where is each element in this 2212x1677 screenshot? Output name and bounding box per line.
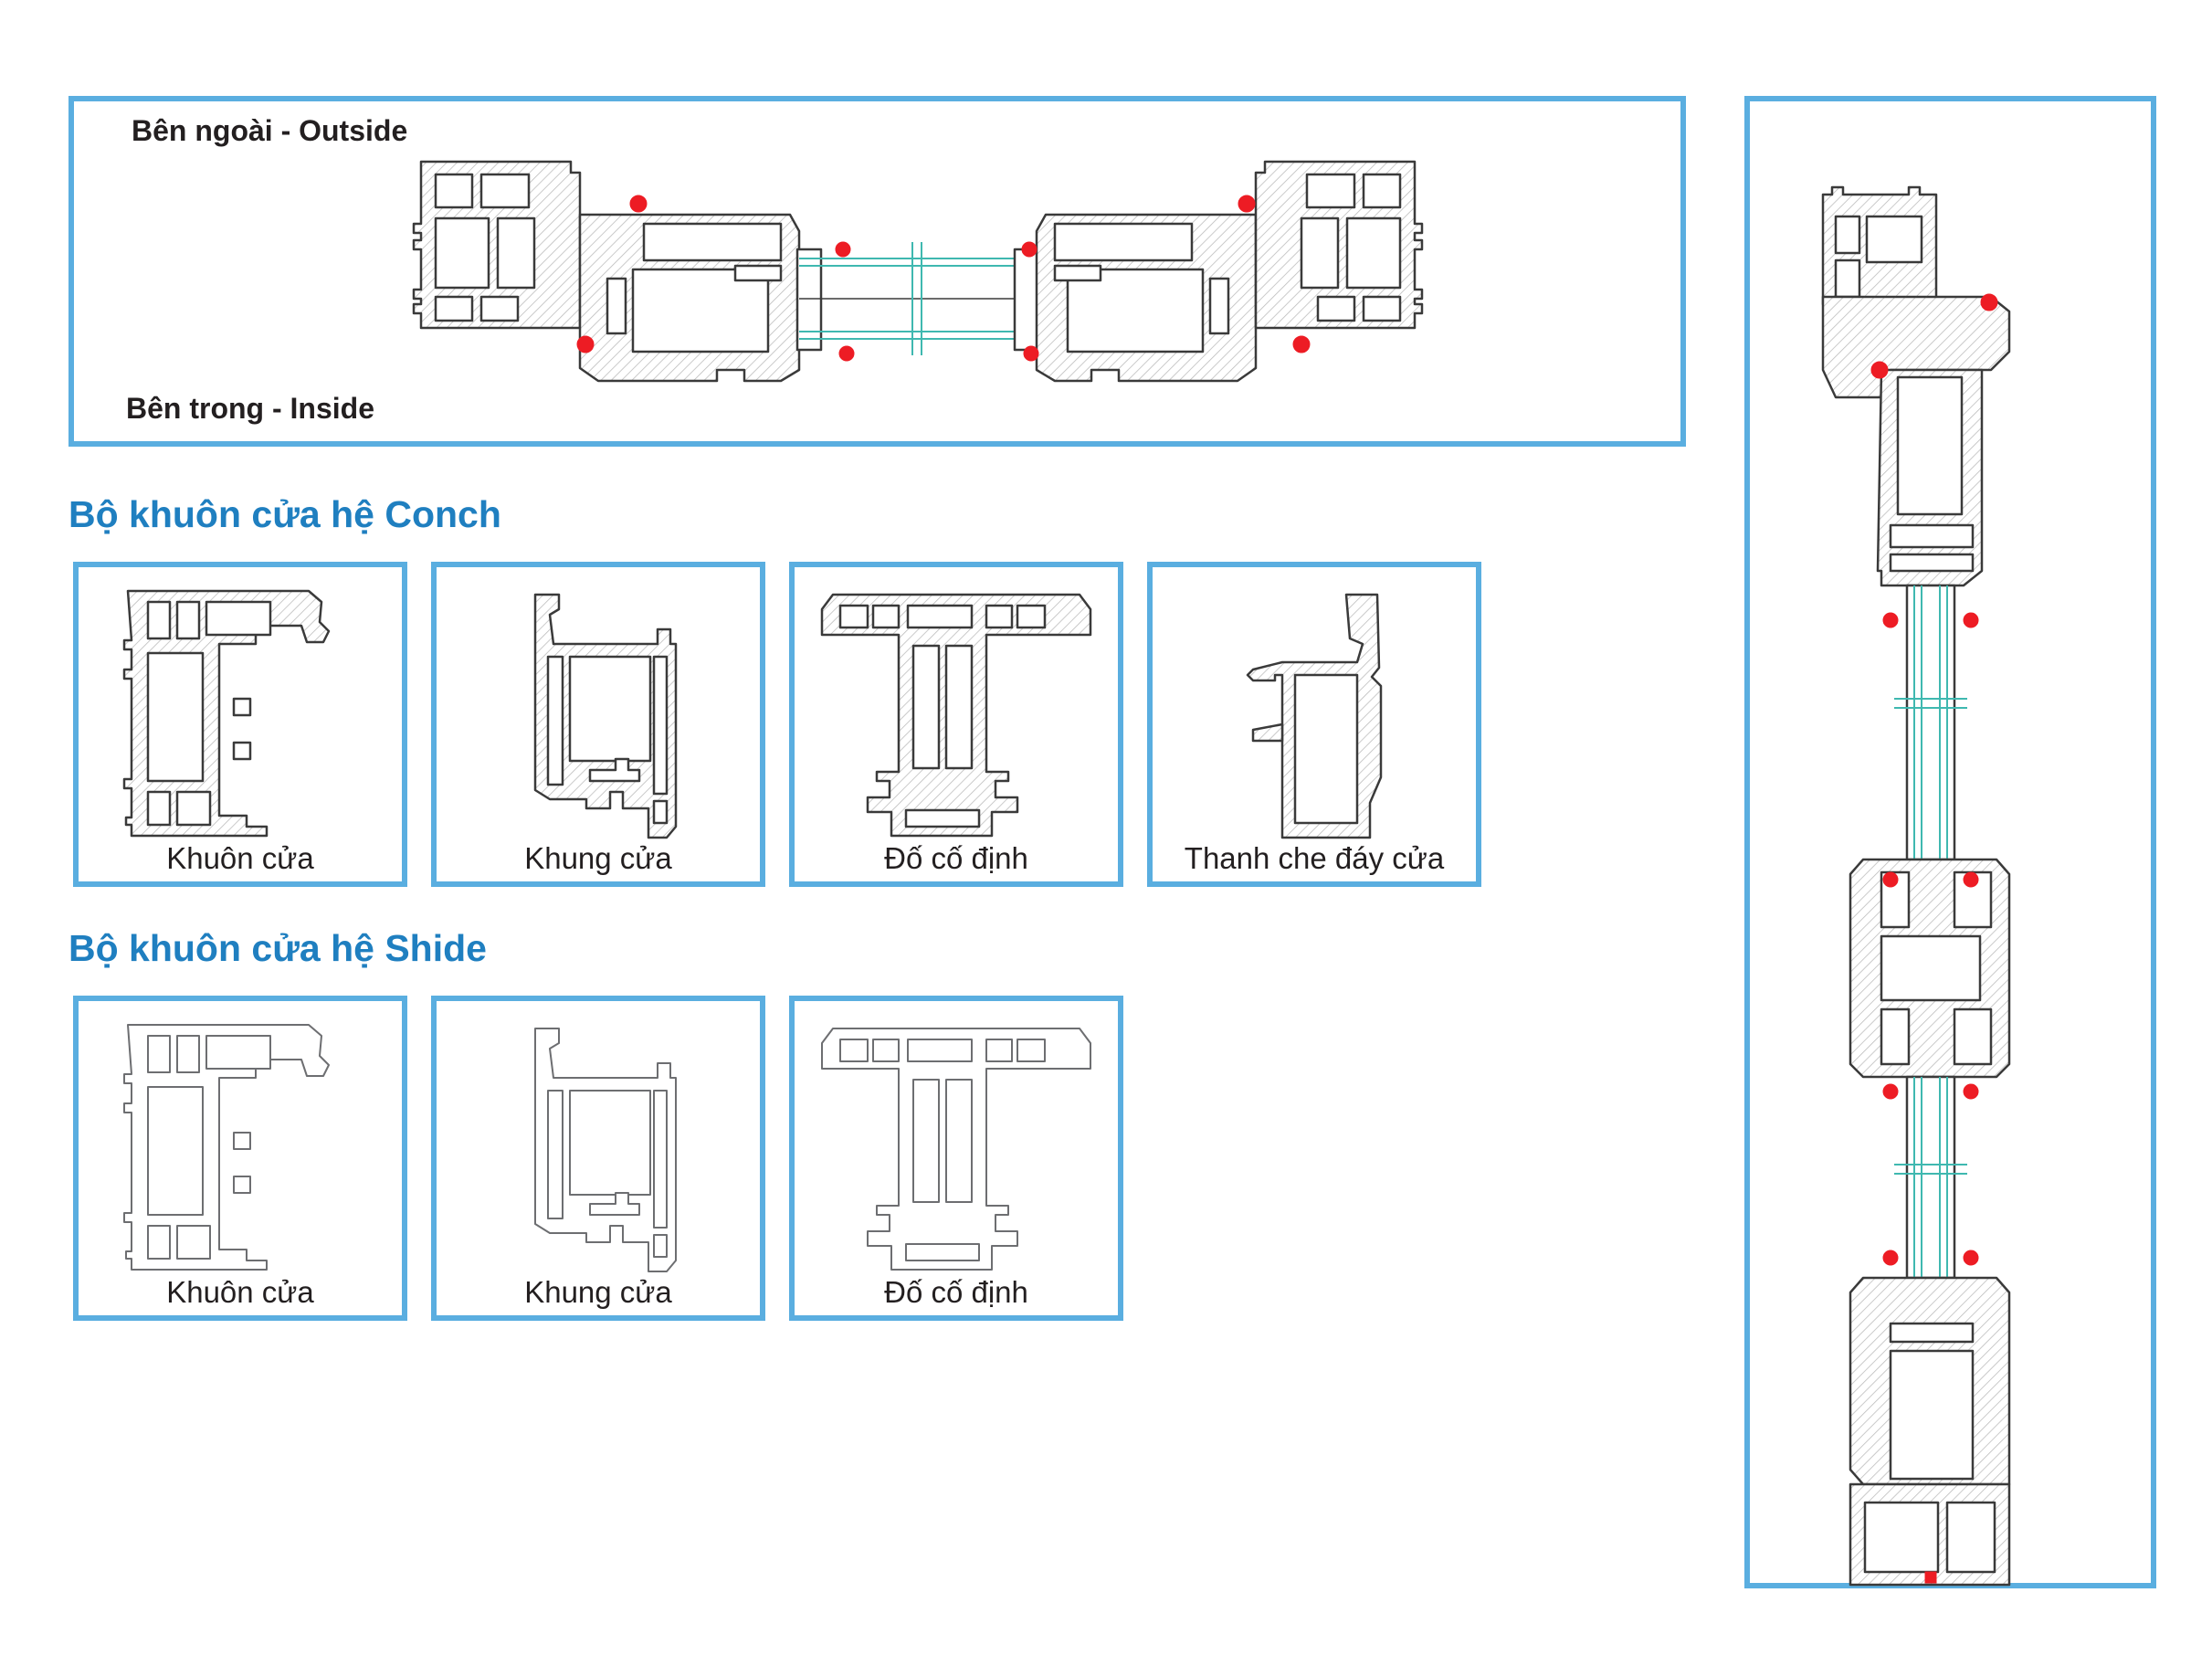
top-frame <box>1821 185 2011 399</box>
shide-do-co-dinh-profile <box>821 1028 1091 1271</box>
right-sash <box>1035 213 1258 383</box>
vertical-gasket-seals <box>1870 293 1998 1584</box>
gasket-seals <box>576 195 1311 362</box>
conch-thanh-che-profile <box>1246 593 1383 839</box>
conch-do-co-dinh-profile <box>820 593 1092 838</box>
vertical-section-drawing <box>1821 185 2011 1587</box>
conch-card-2-label: Khung cửa <box>524 841 672 875</box>
conch-card-1-label: Khuôn cửa <box>166 841 314 875</box>
shide-card-3-label: Đố cố định <box>884 1275 1028 1309</box>
horizontal-section-drawing <box>412 160 1424 383</box>
lower-glazing <box>1894 1075 1967 1280</box>
conch-khuon-cua-profile <box>122 589 331 838</box>
left-sash <box>578 213 801 383</box>
conch-card-do-co-dinh: Đố cố định <box>789 562 1123 887</box>
top-sash <box>1876 368 1984 587</box>
shide-khung-cua-profile <box>534 1028 677 1272</box>
shide-heading: Bộ khuôn cửa hệ Shide <box>68 927 487 969</box>
upper-glazing <box>1894 584 1967 861</box>
middle-mullion <box>1849 858 2011 1079</box>
right-outer-frame <box>1254 160 1424 330</box>
glazing-unit <box>795 242 1040 355</box>
shide-card-khung-cua: Khung cửa <box>431 996 765 1321</box>
conch-heading: Bộ khuôn cửa hệ Conch <box>68 493 501 535</box>
inside-label: Bên trong - Inside <box>126 392 374 425</box>
conch-card-4-label: Thanh che đáy cửa <box>1184 841 1445 875</box>
bottom-frame <box>1849 1482 2011 1587</box>
shide-card-2-label: Khung cửa <box>524 1275 672 1309</box>
conch-card-thanh-che-day-cua: Thanh che đáy cửa <box>1147 562 1481 887</box>
conch-card-3-label: Đố cố định <box>884 841 1028 875</box>
shide-khuon-cua-profile <box>123 1024 330 1271</box>
shide-card-khuon-cua: Khuôn cửa <box>73 996 407 1321</box>
conch-khung-cua-profile <box>533 593 678 839</box>
shide-card-do-co-dinh: Đố cố định <box>789 996 1123 1321</box>
bottom-sash <box>1849 1276 2011 1486</box>
outside-label: Bên ngoài - Outside <box>132 114 408 147</box>
top-section-panel: Bên ngoài - Outside Bên trong - Inside <box>68 96 1686 447</box>
shide-card-1-label: Khuôn cửa <box>166 1275 314 1309</box>
conch-card-khung-cua: Khung cửa <box>431 562 765 887</box>
vertical-section-panel <box>1744 96 2156 1588</box>
left-outer-frame <box>412 160 582 330</box>
conch-card-khuon-cua: Khuôn cửa <box>73 562 407 887</box>
